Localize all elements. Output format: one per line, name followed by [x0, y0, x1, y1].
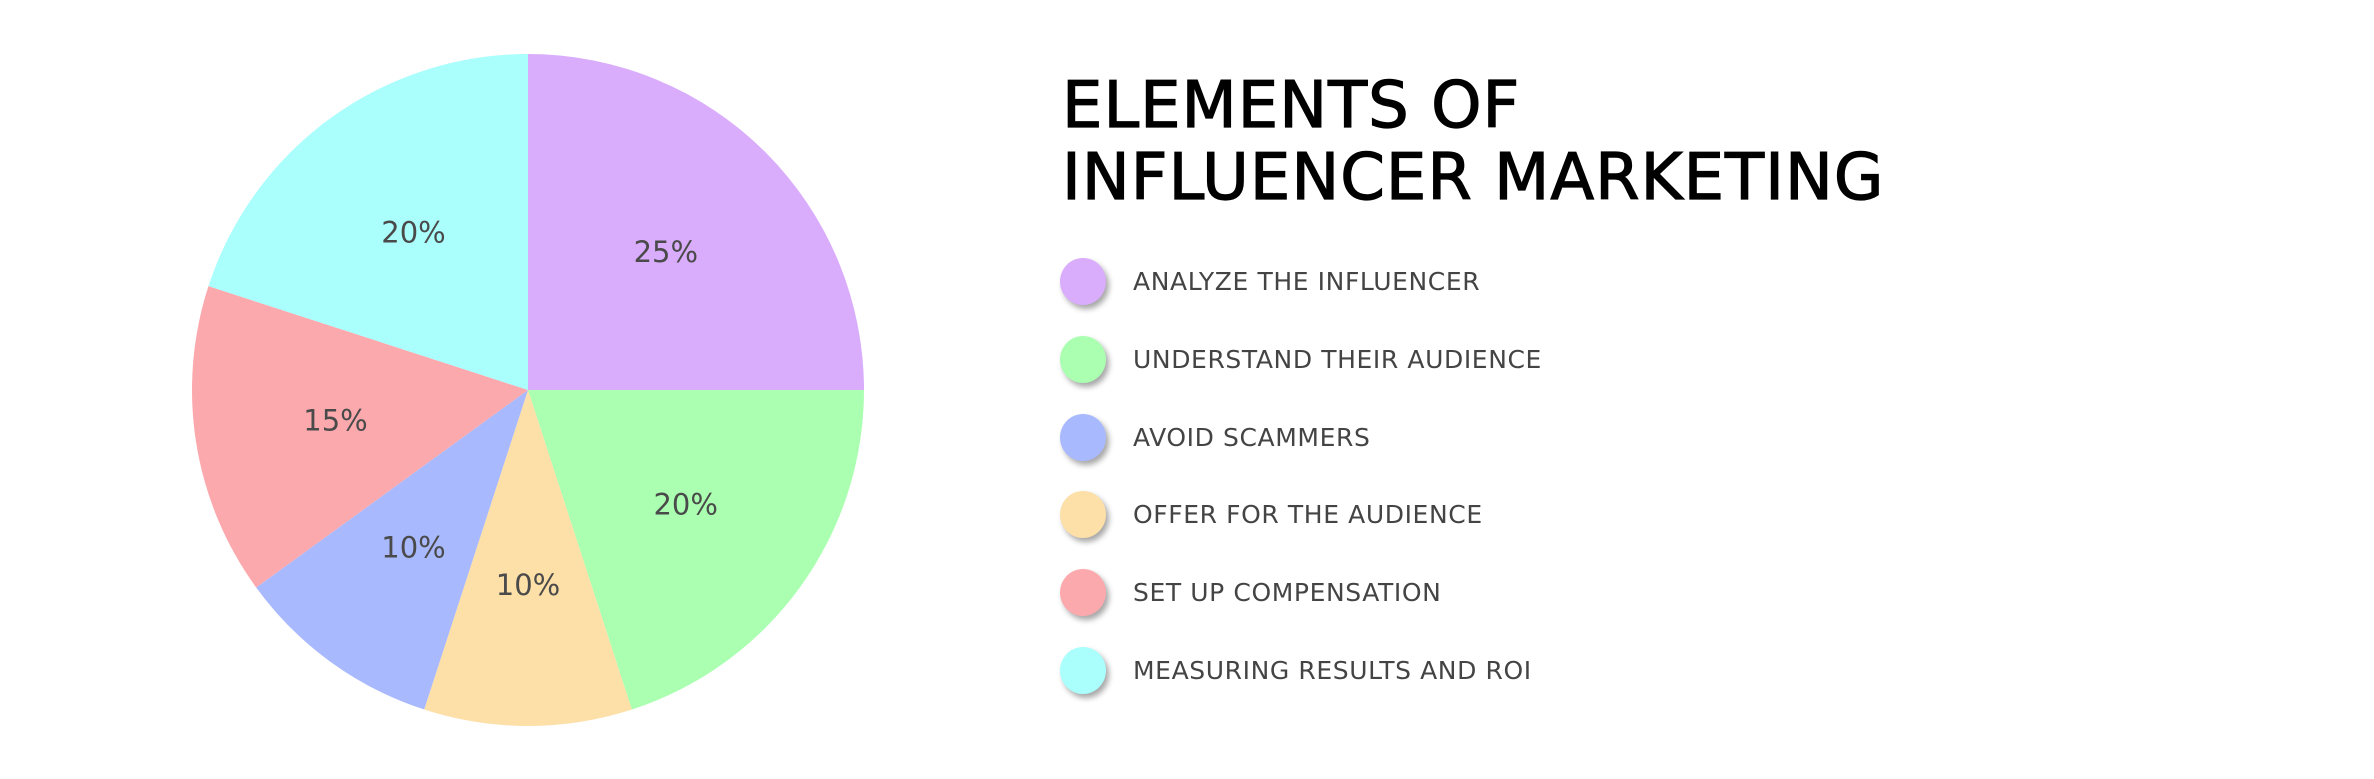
pie-slice	[256, 390, 528, 710]
chart-title-line-1: ELEMENTS OF	[1061, 69, 1521, 143]
pie-slice-label: 20%	[381, 215, 445, 249]
legend-swatch-circle-icon	[1060, 258, 1106, 305]
pie-slice	[528, 390, 864, 710]
pie-slices	[192, 54, 864, 726]
pie-slice-label: 15%	[303, 404, 367, 438]
chart-title-line-2: INFLUENCER MARKETING	[1061, 141, 1885, 215]
pie-chart: 25% 20% 10% 10% 15% 20%	[192, 54, 864, 726]
pie-slice-label: 10%	[496, 568, 560, 602]
pie-slice	[424, 390, 632, 726]
legend-swatch-circle-icon	[1060, 335, 1106, 383]
pie-slice-label: 10%	[381, 531, 445, 565]
legend-swatch-circle-icon	[1060, 413, 1106, 461]
legend-label: UNDERSTAND THEIR AUDIENCE	[1133, 344, 1542, 374]
chart-title: ELEMENTS OF INFLUENCER MARKETING	[1061, 69, 1885, 215]
pie-slice-label: 20%	[653, 488, 717, 522]
legend-label: OFFER FOR THE AUDIENCE	[1133, 500, 1483, 530]
legend-swatch-circle-icon	[1060, 491, 1106, 539]
pie-slice	[528, 54, 864, 390]
pie-slice	[192, 286, 528, 588]
legend-label: SET UP COMPENSATION	[1133, 578, 1442, 608]
legend-label: AVOID SCAMMERS	[1133, 422, 1371, 452]
legend-item-avoid-scammers: AVOID SCAMMERS	[1060, 413, 1542, 461]
legend-item-measuring-results-roi: MEASURING RESULTS AND ROI	[1060, 646, 1542, 694]
legend-item-offer-for-audience: OFFER FOR THE AUDIENCE	[1060, 491, 1542, 539]
legend-item-understand-audience: UNDERSTAND THEIR AUDIENCE	[1060, 335, 1542, 383]
legend-swatch-circle-icon	[1060, 569, 1106, 617]
legend-item-set-up-compensation: SET UP COMPENSATION	[1060, 569, 1542, 617]
legend: ANALYZE THE INFLUENCER UNDERSTAND THEIR …	[1060, 258, 1542, 725]
legend-item-analyze-influencer: ANALYZE THE INFLUENCER	[1060, 258, 1542, 305]
legend-label: MEASURING RESULTS AND ROI	[1133, 655, 1532, 685]
legend-swatch-circle-icon	[1060, 646, 1106, 694]
pie-slice	[208, 54, 528, 390]
legend-label: ANALYZE THE INFLUENCER	[1133, 267, 1481, 296]
pie-slice-label: 25%	[634, 235, 698, 269]
pie-labels: 25% 20% 10% 10% 15% 20%	[303, 215, 718, 602]
